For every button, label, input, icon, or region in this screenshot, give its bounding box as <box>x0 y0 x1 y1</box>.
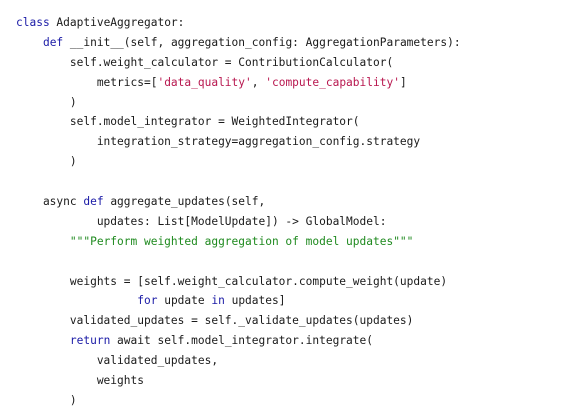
code-line: self.model_integrator = WeightedIntegrat… <box>16 112 461 132</box>
code-token-plain: self.weight_calculator = ContributionCal… <box>16 55 394 69</box>
code-line: updates: List[ModelUpdate]) -> GlobalMod… <box>16 212 461 232</box>
code-token-plain: updates] <box>224 294 286 308</box>
code-token-plain: ] <box>399 75 407 89</box>
code-line: ) <box>16 391 461 411</box>
code-line: ) <box>16 152 461 172</box>
code-token-plain: __init__(self, aggregation_config: Aggre… <box>63 35 461 49</box>
code-token-plain: AdaptiveAggregator: <box>49 16 185 29</box>
code-line: weights = [self.weight_calculator.comput… <box>16 272 461 292</box>
code-line: metrics=['data_quality', 'compute_capabi… <box>16 73 461 93</box>
code-token-plain: validated_updates = self._validate_updat… <box>16 314 414 328</box>
code-token-plain: self.model_integrator = WeightedIntegrat… <box>16 115 360 129</box>
code-token-plain: ) <box>16 95 77 109</box>
code-token-plain: aggregate_updates(self, <box>103 195 266 209</box>
code-token-plain: ) <box>16 155 77 169</box>
code-line: for update in updates] <box>16 291 461 311</box>
code-token-plain <box>16 36 43 49</box>
code-token-plain: ) <box>16 393 77 407</box>
code-token-plain: metrics=[ <box>16 75 158 89</box>
code-token-kw: class <box>16 16 50 29</box>
code-token-plain <box>16 334 70 347</box>
code-token-plain: updates: List[ModelUpdate]) -> GlobalMod… <box>16 214 387 228</box>
code-token-kw: def <box>83 195 104 209</box>
code-token-plain: weights = [self.weight_calculator.comput… <box>16 274 448 288</box>
code-line <box>16 252 461 272</box>
code-token-plain: integration_strategy=aggregation_config.… <box>16 135 421 149</box>
code-token-plain: await self.model_integrator.integrate( <box>110 334 373 348</box>
code-token-plain: validated_updates, <box>16 354 219 368</box>
code-block: class AdaptiveAggregator: def __init__(s… <box>16 13 461 411</box>
code-line: weights <box>16 371 461 391</box>
code-token-str: 'compute_capability' <box>265 75 400 89</box>
code-line: self.weight_calculator = ContributionCal… <box>16 53 461 73</box>
code-token-plain: weights <box>16 374 144 388</box>
code-token-doc: """Perform weighted aggregation of model… <box>69 234 414 248</box>
code-line: validated_updates = self._validate_updat… <box>16 311 461 331</box>
code-token-plain: , <box>251 75 266 89</box>
code-line: validated_updates, <box>16 351 461 371</box>
code-token-kw: def <box>42 35 64 49</box>
code-token-kw: in <box>211 294 225 308</box>
code-line: return await self.model_integrator.integ… <box>16 331 461 351</box>
code-token-kw: return <box>69 334 111 348</box>
code-line: """Perform weighted aggregation of model… <box>16 232 461 252</box>
code-line: ) <box>16 93 461 113</box>
code-token-str: 'data_quality' <box>157 75 252 89</box>
code-line: async def aggregate_updates(self, <box>16 192 461 212</box>
code-line: class AdaptiveAggregator: <box>16 13 461 33</box>
code-line: integration_strategy=aggregation_config.… <box>16 132 461 152</box>
code-line <box>16 172 461 192</box>
code-token-kw: for <box>137 294 158 308</box>
code-token-plain: async <box>16 195 84 209</box>
code-token-plain <box>16 235 70 248</box>
code-line: def __init__(self, aggregation_config: A… <box>16 33 461 53</box>
code-token-plain: update <box>157 294 212 308</box>
code-token-plain <box>16 294 137 307</box>
